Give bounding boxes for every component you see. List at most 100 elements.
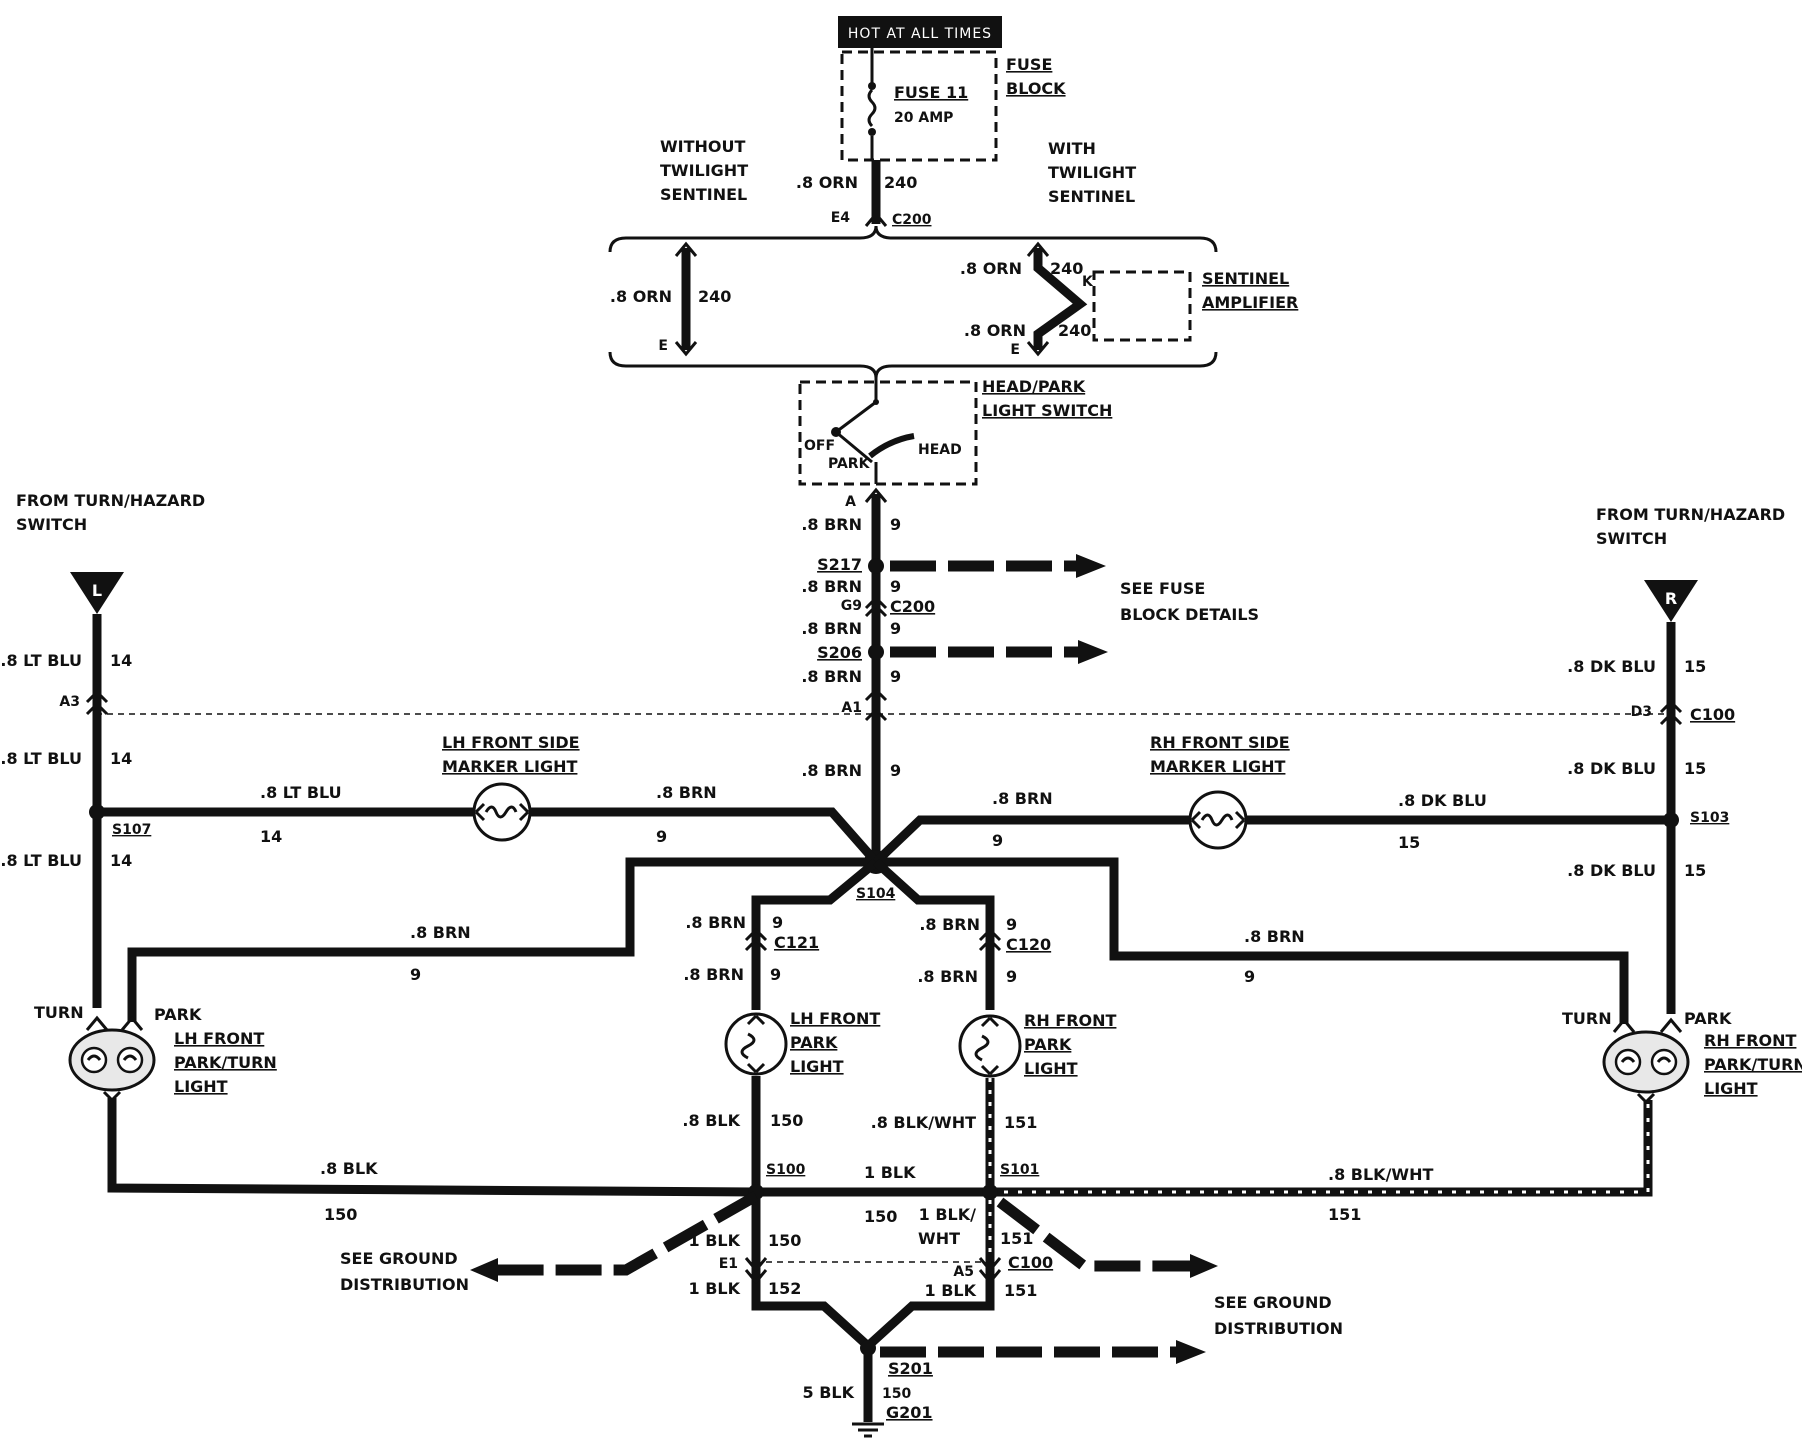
right-brn-circuit: 9 (1244, 967, 1255, 986)
left-w3-gauge: .8 LT BLU (0, 851, 82, 870)
lh-park-gnd-circuit: 150 (770, 1111, 803, 1130)
rh-park-bulb-icon (958, 1014, 1022, 1078)
left-w3-circuit: 14 (110, 851, 132, 870)
option-bracket-bottom (608, 351, 1218, 379)
lh-park-bulb-icon (724, 1012, 788, 1076)
right-w1-circuit: 15 (1684, 657, 1706, 676)
right-turn-flag (1644, 580, 1698, 622)
without-ts-gauge: .8 ORN (610, 287, 672, 306)
switch-icon (831, 384, 915, 484)
connector-c200-top (864, 211, 888, 227)
arrow-ground-dist-right-top (996, 1197, 1190, 1272)
splice-s201-label: S201 (888, 1359, 933, 1378)
fuse-block-label-2: BLOCK (1006, 79, 1066, 98)
rh-park-turn-park: PARK (1684, 1009, 1732, 1028)
lh-park-turn-label-3: LIGHT (174, 1077, 228, 1096)
left-w2-gauge: .8 LT BLU (0, 749, 82, 768)
without-ts-circuit: 240 (698, 287, 731, 306)
s201-converge-wire (751, 1300, 995, 1353)
rh-side-gauge: .8 BRN (992, 789, 1053, 808)
s101-low-gauge: 1 BLK (925, 1281, 977, 1300)
center-a1: A1 (841, 700, 862, 716)
left-w2-circuit: 14 (110, 749, 132, 768)
rh-park-mid-circuit: 9 (1006, 967, 1017, 986)
lh-side-circuit: 9 (656, 827, 667, 846)
ground-dist-right-2: DISTRIBUTION (1214, 1319, 1343, 1338)
sentinel-amplifier-box (1092, 270, 1192, 342)
fuse-details-label-2: BLOCK DETAILS (1120, 605, 1259, 624)
with-ts-gauge-bot: .8 ORN (964, 321, 1026, 340)
rh-park-brn-wire (872, 858, 995, 1010)
right-w1-gauge: .8 DK BLU (1567, 657, 1656, 676)
wire-240-with (1033, 248, 1088, 350)
hot-at-all-times-box (838, 16, 1002, 48)
arrow-ground-dist-left (496, 1191, 759, 1276)
s101-low-circuit: 151 (1004, 1281, 1037, 1300)
rh-side-circuit: 9 (992, 831, 1003, 850)
top-wire-gauge: .8 ORN (796, 173, 858, 192)
lh-park-turn-label-2: PARK/TURN (174, 1053, 277, 1072)
with-ts-label-2: TWILIGHT (1048, 163, 1136, 182)
center-w4-circuit: 9 (890, 667, 901, 686)
with-ts-label-1: WITH (1048, 139, 1096, 158)
lh-park-label-1: LH FRONT (790, 1009, 880, 1028)
s100-low-circuit: 152 (768, 1279, 801, 1298)
rh-park-conn: C120 (1006, 935, 1051, 954)
fuse-details-label-1: SEE FUSE (1120, 579, 1205, 598)
s101-down-gauge-2: WHT (918, 1229, 960, 1248)
center-w2-circuit: 9 (890, 577, 901, 596)
lh-park-label-3: LIGHT (790, 1057, 844, 1076)
fuse-rating: 20 AMP (894, 110, 953, 126)
switch-label-1: HEAD/PARK (982, 377, 1086, 396)
rh-park-label-2: PARK (1024, 1035, 1072, 1054)
center-g9: G9 (841, 598, 862, 614)
s100-e1: E1 (719, 1256, 738, 1272)
splice-s206-label: S206 (817, 643, 862, 662)
switch-head-label: HEAD (918, 442, 962, 458)
rh-park-label-3: LIGHT (1024, 1059, 1078, 1078)
without-ts-label-1: WITHOUT (660, 137, 746, 156)
without-ts-pin: E (658, 338, 668, 354)
left-turn-flag (70, 572, 124, 614)
ground-dist-left-1: SEE GROUND (340, 1249, 458, 1268)
ground-dist-left-2: DISTRIBUTION (340, 1275, 469, 1294)
center-w1-circuit: 9 (890, 515, 901, 534)
center-w1-gauge: .8 BRN (801, 515, 862, 534)
s100-down-gauge: 1 BLK (689, 1231, 741, 1250)
ground-left-gauge: .8 BLK (320, 1159, 378, 1178)
center-w4-gauge: .8 BRN (801, 667, 862, 686)
center-w2-gauge: .8 BRN (801, 577, 862, 596)
lh-park-mid-gauge: .8 BRN (683, 965, 744, 984)
lh-side-brn-wire (530, 807, 880, 865)
right-w3-circuit: 15 (1684, 861, 1706, 880)
left-turn-source-2: SWITCH (16, 515, 87, 534)
left-brn-loop (127, 857, 876, 1022)
s101-a5: A5 (953, 1264, 974, 1280)
sentinel-amplifier-label-1: SENTINEL (1202, 269, 1289, 288)
ground-dist-right-1: SEE GROUND (1214, 1293, 1332, 1312)
rh-side-brn-wire (872, 815, 1190, 866)
splice-s107-label: S107 (112, 822, 151, 838)
g201-gauge: 5 BLK (803, 1383, 855, 1402)
s101-down-gauge-1: 1 BLK/ (919, 1205, 976, 1224)
rh-park-top-gauge: .8 BRN (919, 915, 980, 934)
with-ts-circuit-bot: 240 (1058, 321, 1091, 340)
lh-park-mid-circuit: 9 (770, 965, 781, 984)
right-turn-source-1: FROM TURN/HAZARD (1596, 505, 1785, 524)
lh-park-brn-wire (751, 858, 879, 1010)
ground-symbol-icon (852, 1422, 884, 1438)
rh-park-gnd-gauge: .8 BLK/WHT (871, 1113, 976, 1132)
right-c100: C100 (1690, 705, 1735, 724)
rh-side-label-1: RH FRONT SIDE (1150, 733, 1290, 752)
lh-side-marker-bulb-icon (472, 782, 532, 842)
splice-s206 (868, 644, 884, 660)
left-turn-flag-label: L (92, 581, 102, 600)
splice-s217 (868, 558, 884, 574)
switch-pin-a: A (845, 494, 856, 510)
lh-park-turn-ground-wire (107, 1098, 757, 1197)
center-c200: C200 (890, 597, 935, 616)
s101-c100: C100 (1008, 1253, 1053, 1272)
rh-park-turn-label-2: PARK/TURN (1704, 1055, 1802, 1074)
right-turn-source-2: SWITCH (1596, 529, 1667, 548)
